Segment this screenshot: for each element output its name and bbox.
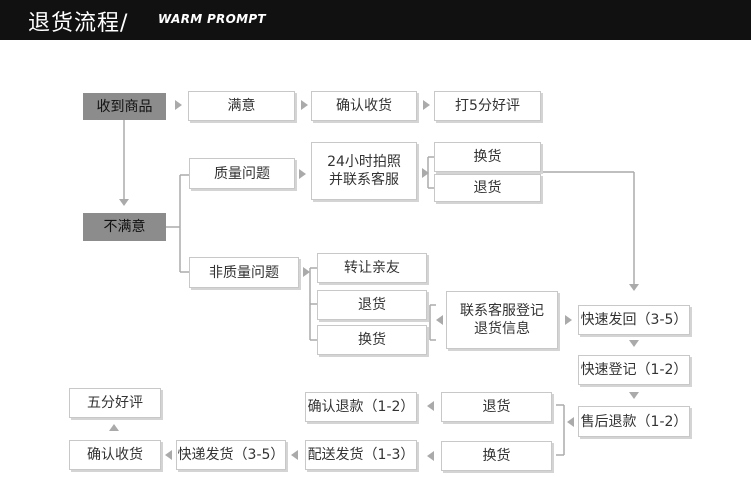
node-received: 收到商品 xyxy=(83,93,166,120)
page-title: 退货流程/ xyxy=(28,11,129,36)
node-quality-issue: 质量问题 xyxy=(189,158,295,189)
page-subtitle: WARM PROMPT xyxy=(158,12,266,26)
arrow-right-icon xyxy=(301,100,308,110)
arrow-down-icon xyxy=(119,199,129,206)
arrow-right-icon xyxy=(299,169,306,179)
arrow-right-icon xyxy=(565,315,572,325)
header-bar: 退货流程/ WARM PROMPT xyxy=(0,0,751,40)
arrow-left-icon xyxy=(427,451,434,461)
arrow-right-icon xyxy=(175,100,182,110)
arrow-right-icon xyxy=(422,168,429,178)
node-confirm-receipt-bottom: 确认收货 xyxy=(69,440,161,470)
arrow-right-icon xyxy=(423,100,430,110)
arrow-down-icon xyxy=(629,284,639,291)
node-exchange-top: 换货 xyxy=(434,142,541,172)
node-confirm-refund: 确认退款（1-2） xyxy=(305,392,417,422)
node-register-info: 联系客服登记 退货信息 xyxy=(446,291,558,349)
arrow-left-icon xyxy=(427,401,434,411)
node-photo-contact-line1: 24小时拍照 xyxy=(327,154,401,170)
node-satisfied: 满意 xyxy=(188,91,295,121)
arrow-down-icon xyxy=(629,392,639,399)
node-delivery-ship: 配送发货（1-3） xyxy=(305,440,417,470)
arrow-left-icon xyxy=(165,450,172,460)
node-exchange-mid: 换货 xyxy=(317,325,427,355)
node-exchange-bottom: 换货 xyxy=(441,441,552,471)
arrow-right-icon xyxy=(303,267,310,277)
node-photo-contact: 24小时拍照 并联系客服 xyxy=(311,142,417,200)
node-five-star-bottom: 五分好评 xyxy=(69,388,161,418)
node-return-mid: 退货 xyxy=(317,290,427,320)
node-return-top: 退货 xyxy=(434,174,541,202)
node-express-ship: 快递发货（3-5） xyxy=(176,440,286,470)
node-non-quality-issue: 非质量问题 xyxy=(189,257,299,288)
arrow-down-icon xyxy=(629,340,639,347)
node-register-line2: 退货信息 xyxy=(474,321,530,337)
arrow-up-icon xyxy=(109,424,119,431)
arrow-left-icon xyxy=(291,450,298,460)
node-register-line1: 联系客服登记 xyxy=(460,303,544,319)
node-transfer-friend: 转让亲友 xyxy=(317,253,427,283)
arrow-left-icon xyxy=(567,417,574,427)
node-express-return: 快速发回（3-5） xyxy=(578,305,690,335)
arrow-left-icon xyxy=(436,315,443,325)
node-five-star-top: 打5分好评 xyxy=(434,91,541,121)
node-confirm-receipt-top: 确认收货 xyxy=(311,91,417,121)
node-express-register: 快速登记（1-2） xyxy=(578,355,690,385)
node-after-sale-refund: 售后退款（1-2） xyxy=(578,406,690,437)
node-photo-contact-line2: 并联系客服 xyxy=(329,172,399,188)
node-unsatisfied: 不满意 xyxy=(83,213,166,241)
node-return-bottom: 退货 xyxy=(441,392,552,422)
